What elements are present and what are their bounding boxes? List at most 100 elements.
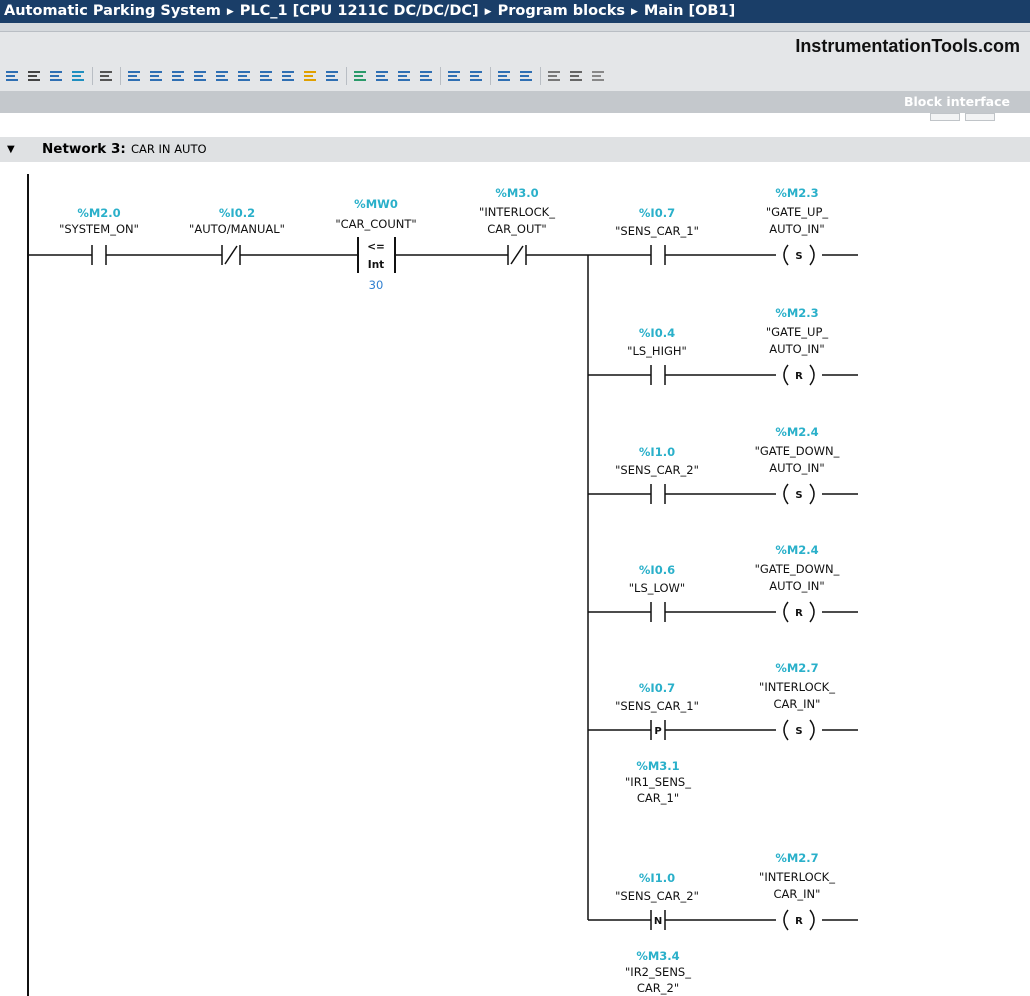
monitoring-icon[interactable] <box>568 68 584 84</box>
scroll-up-button[interactable] <box>930 113 960 121</box>
coil-symbol: "INTERLOCK_ <box>759 680 835 694</box>
watermark-brand: InstrumentationTools.com <box>795 36 1020 56</box>
go-to-error-icon[interactable] <box>324 68 340 84</box>
contact-symbol: CAR_OUT" <box>487 222 546 236</box>
coil-symbol: AUTO_IN" <box>769 222 824 236</box>
block-interface-label: Block interface <box>903 94 1010 109</box>
collapse-icon[interactable] <box>280 68 296 84</box>
breadcrumb-separator-icon: ▶ <box>631 7 638 17</box>
contact-symbol: "AUTO/MANUAL" <box>189 222 285 236</box>
contact-symbol: "INTERLOCK_ <box>479 205 555 219</box>
edge-type[interactable]: P <box>654 726 661 737</box>
insert-row-icon[interactable] <box>48 68 64 84</box>
coil-address: %M2.4 <box>775 543 818 557</box>
edge-type[interactable]: N <box>654 916 662 927</box>
toolbar-separator <box>92 67 93 85</box>
network-comment[interactable]: CAR IN AUTO <box>131 142 207 156</box>
contact-address: %M3.0 <box>495 186 538 200</box>
network-list-icon[interactable] <box>126 68 142 84</box>
toolbar-separator <box>120 67 121 85</box>
favorite-icon[interactable] <box>302 68 318 84</box>
compare-value[interactable]: 30 <box>369 278 384 292</box>
ladder-diagram: %M2.0 "SYSTEM_ON" %I0.2 "AUTO/MANUAL" %M… <box>27 174 858 996</box>
toolbar-separator <box>490 67 491 85</box>
coil-type[interactable]: R <box>795 916 803 927</box>
breadcrumb-project[interactable]: Automatic Parking System <box>4 3 221 19</box>
coil-address: %M2.3 <box>775 186 818 200</box>
next-icon[interactable] <box>468 68 484 84</box>
contact-interlock-car-out[interactable] <box>507 245 527 265</box>
coil-symbol: AUTO_IN" <box>769 342 824 356</box>
coil-type[interactable]: S <box>795 251 802 262</box>
coil-type[interactable]: S <box>795 490 802 501</box>
breadcrumb: Automatic Parking System ▶ PLC_1 [CPU 1211… <box>0 0 1030 23</box>
status-icon[interactable] <box>418 68 434 84</box>
coil-left-arc <box>783 244 789 266</box>
branch-contact-address: %I0.7 <box>639 206 675 220</box>
coil-address: %M2.7 <box>775 661 818 675</box>
watch-icon[interactable] <box>546 68 562 84</box>
symbol-info-icon[interactable] <box>236 68 252 84</box>
coil-left-arc <box>783 483 789 505</box>
network-header[interactable]: ▼ Network 3: CAR IN AUTO <box>0 137 1030 162</box>
coil-left-arc <box>783 909 789 931</box>
coil-right-arc <box>809 719 815 741</box>
branch-contact-address: %I1.0 <box>639 871 675 885</box>
open-all-icon[interactable] <box>148 68 164 84</box>
branch-contact-symbol: "SENS_CAR_2" <box>615 463 699 477</box>
coil-symbol: AUTO_IN" <box>769 579 824 593</box>
coil-type[interactable]: R <box>795 608 803 619</box>
coil-right-arc <box>809 601 815 623</box>
coil-right-arc <box>809 909 815 931</box>
breadcrumb-program-blocks[interactable]: Program blocks <box>497 3 625 19</box>
branch-contact-address: %I1.0 <box>639 445 675 459</box>
coil-right-arc <box>809 244 815 266</box>
editor-toolbar <box>0 61 1030 91</box>
insert-network-icon[interactable] <box>4 68 20 84</box>
breadcrumb-main[interactable]: Main [OB1] <box>643 3 736 19</box>
call-icon[interactable] <box>496 68 512 84</box>
breadcrumb-plc[interactable]: PLC_1 [CPU 1211C DC/DC/DC] <box>239 3 479 19</box>
edge-memory-symbol: CAR_2" <box>637 981 679 995</box>
compare-address: %MW0 <box>354 197 398 211</box>
header-band <box>0 23 1030 32</box>
database-icon[interactable] <box>590 68 606 84</box>
coil-address: %M2.4 <box>775 425 818 439</box>
monitor-icon[interactable] <box>352 68 368 84</box>
brand-row: InstrumentationTools.com <box>0 32 1030 61</box>
branch-contact-address: %I0.7 <box>639 681 675 695</box>
absolute-operand-icon[interactable] <box>214 68 230 84</box>
scroll-down-button[interactable] <box>965 113 995 121</box>
collapse-triangle-icon[interactable]: ▼ <box>7 144 15 155</box>
coil-symbol: "GATE_DOWN_ <box>755 444 840 458</box>
coil-type[interactable]: R <box>795 371 803 382</box>
step-icon[interactable] <box>446 68 462 84</box>
coil-symbol: CAR_IN" <box>774 697 821 711</box>
compare-operator: <= <box>367 241 385 253</box>
coil-right-arc <box>809 364 815 386</box>
contact-system-on[interactable] <box>91 245 107 265</box>
contact-auto-manual[interactable] <box>221 245 241 265</box>
branch-contact-symbol: "SENS_CAR_2" <box>615 889 699 903</box>
block-interface-bar[interactable]: Block interface <box>0 91 1030 113</box>
reset-icon[interactable] <box>396 68 412 84</box>
edge-memory-symbol: CAR_1" <box>637 791 679 805</box>
contact-address: %I0.2 <box>219 206 255 220</box>
operand-display-icon[interactable] <box>258 68 274 84</box>
coil-left-arc <box>783 364 789 386</box>
return-icon[interactable] <box>518 68 534 84</box>
compare-box[interactable] <box>357 237 396 273</box>
coil-left-arc <box>783 719 789 741</box>
coil-right-arc <box>809 483 815 505</box>
set-icon[interactable] <box>374 68 390 84</box>
append-row-icon[interactable] <box>70 68 86 84</box>
toolbar-separator <box>346 67 347 85</box>
delete-network-icon[interactable] <box>26 68 42 84</box>
comment-icon[interactable] <box>192 68 208 84</box>
contact-icon[interactable] <box>98 68 114 84</box>
close-all-icon[interactable] <box>170 68 186 84</box>
contact-symbol: "SYSTEM_ON" <box>59 222 139 236</box>
coil-symbol: "GATE_DOWN_ <box>755 562 840 576</box>
coil-symbol: "GATE_UP_ <box>766 205 829 219</box>
coil-type[interactable]: S <box>795 726 802 737</box>
